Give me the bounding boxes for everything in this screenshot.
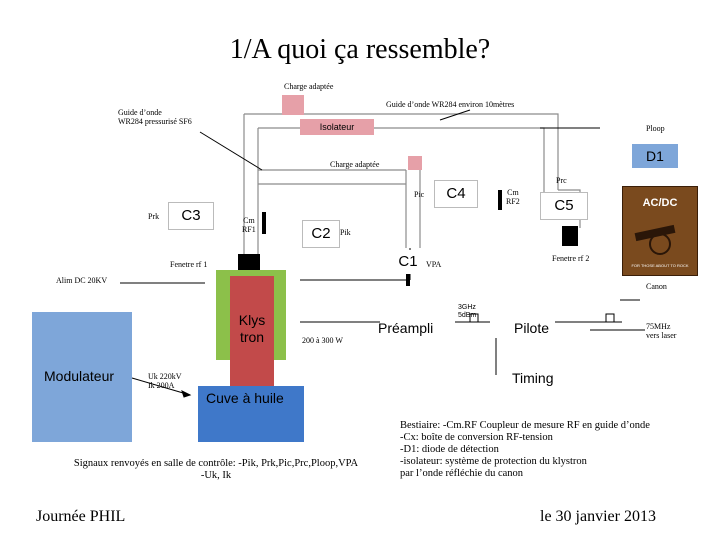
klystron-label: Klys tron [238,312,266,345]
cuve-label: Cuve à huile [206,390,284,406]
guide-sf6-label: Guide d’onde WR284 pressurisé SF6 [118,108,192,127]
klystron-body [230,276,274,386]
charge-adaptee-top-block [282,95,304,115]
footer-left: Journée PHIL [36,508,126,525]
c2-box: C2 [302,220,340,248]
c5-box: C5 [540,192,588,220]
c4-box: C4 [434,180,478,208]
footer-right: le 30 janvier 2013 [540,508,656,525]
c1-connector [406,274,410,286]
modulateur-box [32,312,132,442]
ploop-label: Ploop [646,124,665,133]
charge-adaptee-top-label: Charge adaptée [284,82,334,91]
charge-adaptee-mid-block [408,156,422,170]
acdc-caption: FOR THOSE ABOUT TO ROCK [631,263,689,268]
cm-rf2-label: Cm RF2 [506,188,520,207]
vpa-label: VPA [426,260,442,269]
fenetre-rf2-label: Fenetre rf 2 [552,254,590,263]
bestiaire-text: Bestiaire: -Cm.RF Coupleur de mesure RF … [400,420,650,480]
guide-10m-label: Guide d’onde WR284 environ 10mètres [386,100,515,109]
power-label: 200 à 300 W [302,336,343,345]
canon-label: Canon [646,282,667,291]
isolateur-block: Isolateur [300,119,374,135]
fenetre-rf2-block [562,226,578,246]
charge-adaptee-mid-label: Charge adaptée [330,160,380,169]
preampli-label: Préampli [378,320,434,336]
c1-box: C1 [392,250,424,274]
alim-label: Alim DC 20KV [56,276,108,285]
acdc-picture: AC/DC FOR THOSE ABOUT TO ROCK [622,186,698,276]
acdc-logo: AC/DC [642,197,678,209]
pic-label: Pic [414,190,425,199]
pik-label: Pik [340,228,351,237]
freq-label: 3GHz 5dBm [458,304,477,320]
cuve-box [198,386,304,442]
cm-rf1-label: Cm RF1 [242,216,256,235]
cm-rf1-coupler [262,212,266,234]
c3-box: C3 [168,202,214,230]
timing-label: Timing [512,370,554,386]
cannon-shape [634,223,685,255]
d1-box: D1 [632,144,678,168]
uk-ik-label: Uk 220kV Ik 200A [148,372,182,391]
page-title: 1/A quoi ça ressemble? [229,34,491,65]
cm-rf2-coupler [498,190,502,210]
laser-label: 75MHz vers laser [646,322,677,341]
waveguide [243,113,581,262]
pilote-label: Pilote [514,320,550,336]
prk-label: Prk [148,212,160,221]
signaux-text: Signaux renvoyés en salle de contrôle: -… [73,458,359,482]
modulateur-label: Modulateur [44,368,115,384]
prc-label: Prc [556,176,567,185]
fenetre-rf1-label: Fenetre rf 1 [170,260,208,269]
fenetre-rf1-block [238,254,260,274]
